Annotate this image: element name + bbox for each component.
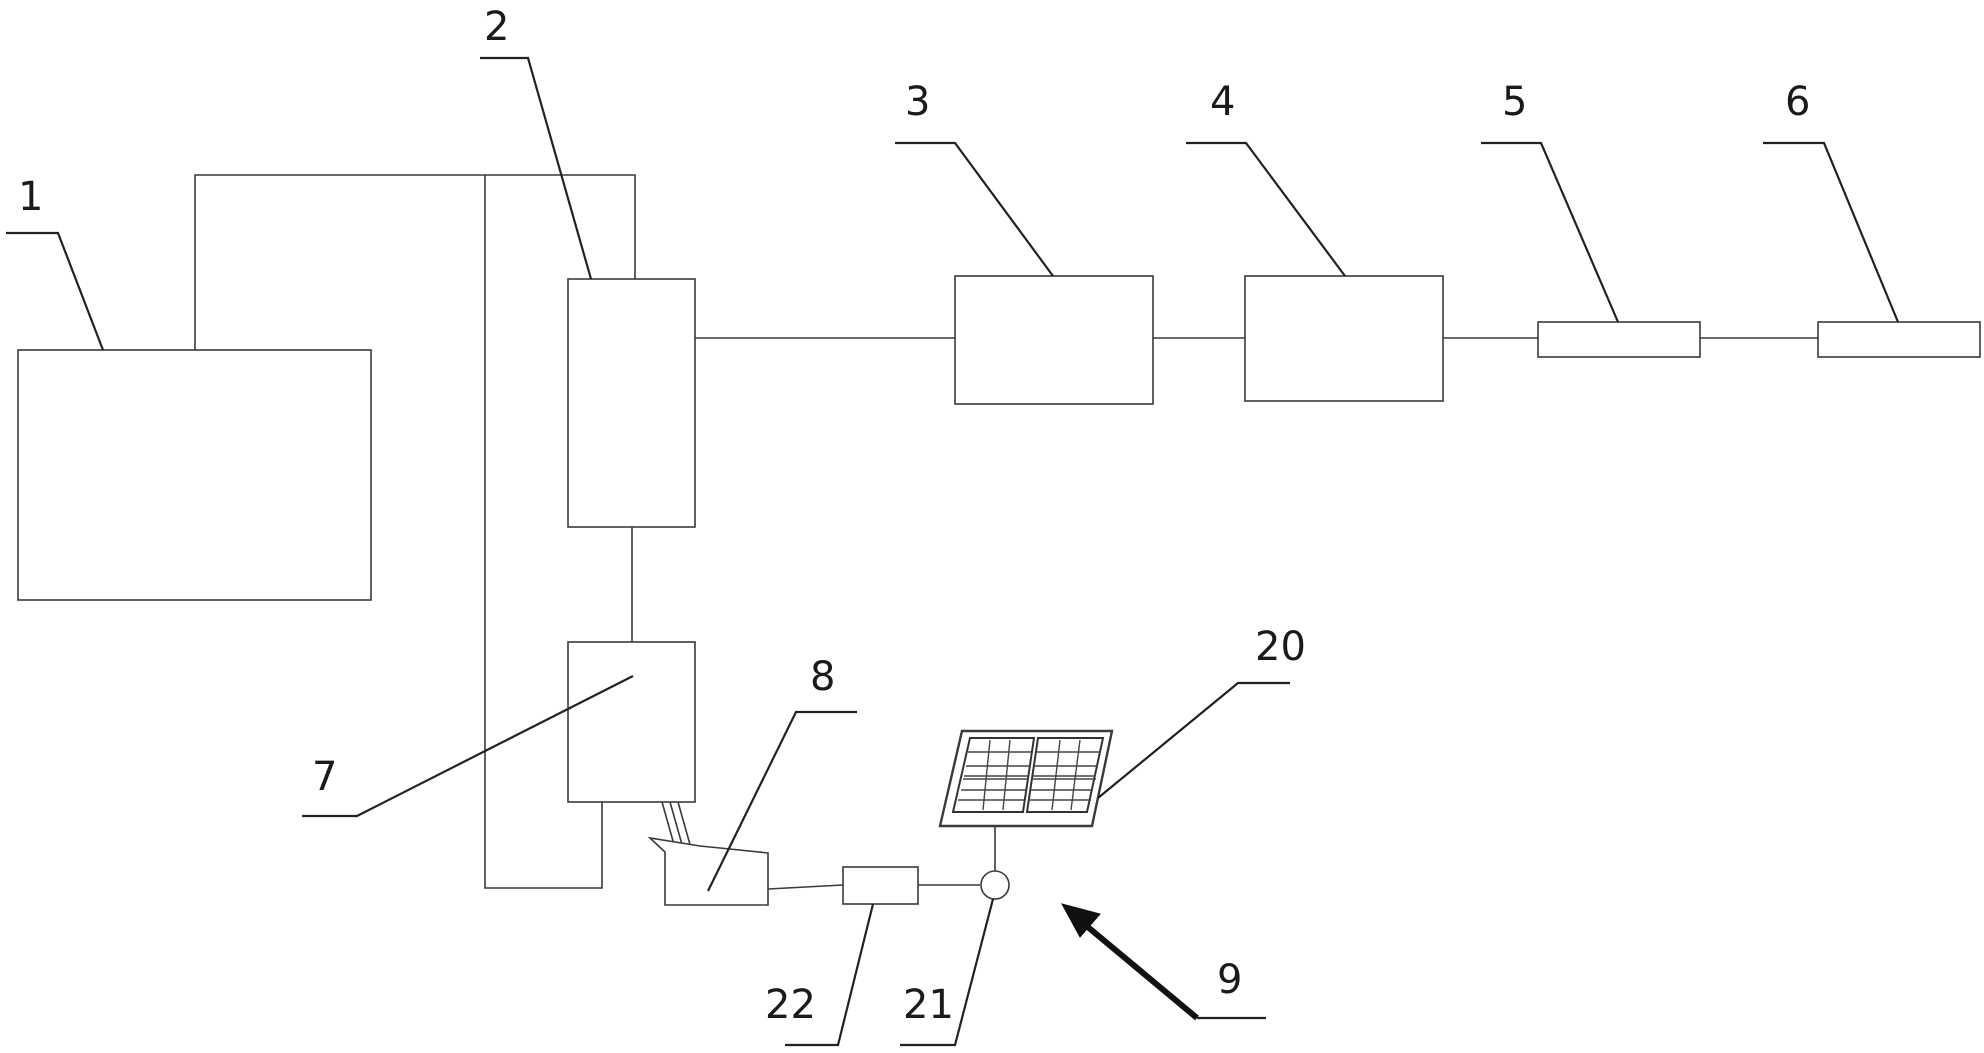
- solar-panel-icon: [938, 729, 1114, 828]
- box-4: [1244, 275, 1444, 402]
- connection-lines: [194, 174, 1818, 890]
- label-3: 3: [905, 79, 930, 125]
- leader-4: [1186, 141, 1346, 277]
- leader-3: [895, 141, 1054, 277]
- box-7: [567, 641, 696, 803]
- line-box7-to-box8-a: [661, 801, 676, 849]
- box-22: [842, 866, 919, 905]
- leader-7: [302, 675, 634, 818]
- line-rail-to-box7: [484, 175, 603, 889]
- label-7: 7: [312, 754, 337, 800]
- line-box8-to-box22: [767, 884, 844, 890]
- leader-21: [900, 898, 995, 1047]
- leader-8: [707, 710, 857, 892]
- box-1: [17, 349, 372, 601]
- leader-lines: [6, 56, 1900, 1047]
- label-8: 8: [810, 654, 835, 700]
- box-2: [567, 278, 696, 528]
- box-8: [647, 836, 769, 906]
- leader-1: [6, 231, 105, 351]
- line-box7-to-box8-b: [669, 801, 684, 849]
- reference-numerals: 1 2 3 4 5 6 7 8 9 20 21 22: [18, 4, 1810, 1028]
- leader-22: [785, 903, 875, 1047]
- label-21: 21: [903, 982, 954, 1028]
- leader-2: [480, 56, 593, 280]
- line-box1-to-box2: [194, 174, 636, 350]
- leader-20: [1097, 681, 1290, 799]
- line-box7-to-box8-c: [677, 801, 692, 849]
- label-1: 1: [18, 174, 43, 220]
- circle-21: [980, 870, 1010, 900]
- arrow-9: [1061, 903, 1199, 1021]
- label-4: 4: [1210, 79, 1235, 125]
- leader-5: [1481, 141, 1620, 323]
- arrow-9-shaft: [1081, 920, 1199, 1021]
- label-9: 9: [1217, 957, 1242, 1003]
- box-5: [1537, 321, 1701, 358]
- arrow-9-head: [1061, 903, 1101, 938]
- label-2: 2: [484, 4, 509, 50]
- leader-6: [1763, 141, 1900, 323]
- label-5: 5: [1502, 79, 1527, 125]
- label-22: 22: [765, 982, 816, 1028]
- box-3: [954, 275, 1154, 405]
- solar-panel-cells: [951, 737, 1105, 813]
- label-20: 20: [1255, 624, 1306, 670]
- label-6: 6: [1785, 79, 1810, 125]
- component-boxes: [17, 275, 1981, 906]
- box-6: [1817, 321, 1981, 358]
